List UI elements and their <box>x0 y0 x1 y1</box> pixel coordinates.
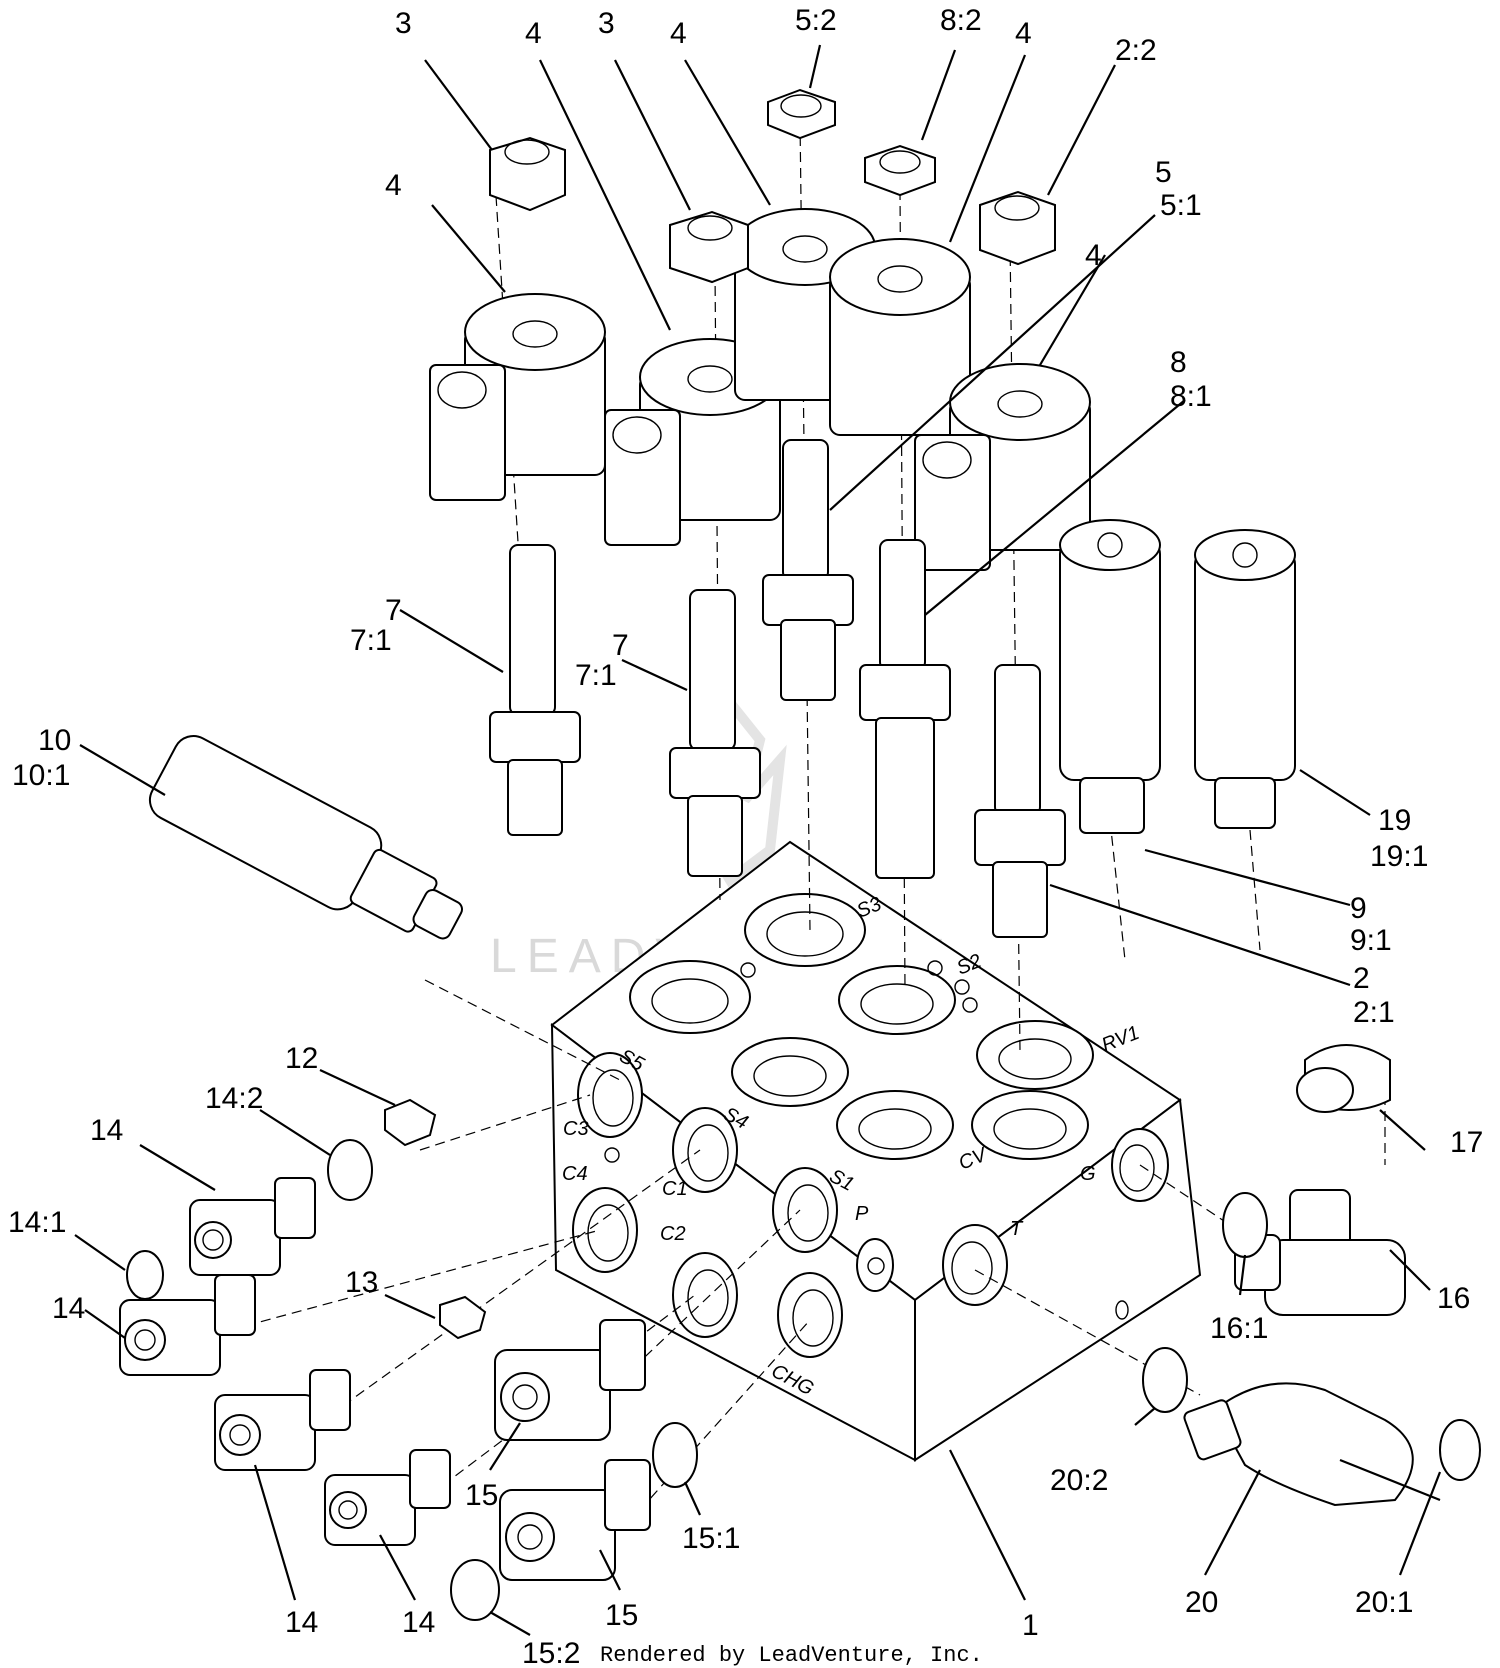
fitting-15a <box>494 1319 646 1441</box>
port-label-c4: C4 <box>562 1163 588 1185</box>
relief-valve-19 <box>1194 529 1296 829</box>
orifice-13 <box>439 1295 487 1340</box>
port-label-c1: C1 <box>662 1178 688 1200</box>
callout-5-1: 5:1 <box>1160 189 1202 222</box>
callout-labels: 3 4 3 4 5:2 8:2 4 2:2 4 4 5 5:1 4 8 8:1 … <box>8 4 1483 1668</box>
callout-16: 16 <box>1437 1282 1470 1315</box>
callout-12: 12 <box>285 1042 318 1075</box>
valve-2 <box>974 664 1066 938</box>
fitting-14c <box>214 1369 351 1471</box>
callout-14d: 14 <box>402 1606 435 1639</box>
o-ring-14-1 <box>126 1250 164 1300</box>
callout-3a: 3 <box>395 7 412 40</box>
callout-13: 13 <box>345 1266 378 1299</box>
callout-17: 17 <box>1450 1126 1483 1159</box>
callout-8-2: 8:2 <box>940 4 982 37</box>
cartridge-valves <box>489 439 1066 938</box>
callout-2-2: 2:2 <box>1115 34 1157 67</box>
callout-14-1: 14:1 <box>8 1206 66 1239</box>
callout-7b: 7 <box>612 629 629 662</box>
callout-15-1: 15:1 <box>682 1522 740 1555</box>
o-ring-20-2 <box>1142 1347 1188 1413</box>
fitting-14a <box>189 1177 316 1276</box>
callout-20: 20 <box>1185 1586 1218 1619</box>
fitting-15b <box>499 1459 651 1581</box>
callout-14-2: 14:2 <box>205 1082 263 1115</box>
callout-10: 10 <box>38 724 71 757</box>
orifice-12 <box>384 1098 437 1147</box>
solenoid-coils <box>429 208 1091 571</box>
nut-52 <box>767 88 836 140</box>
o-ring-15-1 <box>652 1422 698 1488</box>
callout-15-2: 15:2 <box>522 1637 580 1668</box>
o-ring-20-1 <box>1439 1419 1481 1481</box>
callout-4e: 4 <box>1085 239 1102 272</box>
callout-20-2: 20:2 <box>1050 1464 1108 1497</box>
manifold-block <box>550 840 1202 1462</box>
port-label-rv1: RV1 <box>1099 1022 1143 1057</box>
callout-15a: 15 <box>465 1479 498 1512</box>
fitting-14b <box>119 1274 256 1376</box>
relief-valve-9 <box>1059 519 1161 834</box>
callout-4d: 4 <box>670 17 687 50</box>
callout-9-1: 9:1 <box>1350 924 1392 957</box>
valve-7b <box>669 589 761 877</box>
valve-10 <box>148 735 463 940</box>
callout-1: 1 <box>1022 1609 1039 1642</box>
callout-4c: 4 <box>1015 17 1032 50</box>
callout-3b: 3 <box>598 7 615 40</box>
port-label-p: P <box>855 1203 869 1225</box>
port-label-t: T <box>1010 1218 1024 1240</box>
callout-4b: 4 <box>525 17 542 50</box>
o-ring-14-2 <box>327 1139 373 1201</box>
relief-valves <box>148 519 1296 940</box>
callout-20-1: 20:1 <box>1355 1586 1413 1619</box>
nut-3a <box>489 136 566 212</box>
callout-5-2: 5:2 <box>795 4 837 37</box>
callout-2: 2 <box>1353 962 1370 995</box>
fitting-16 <box>1234 1189 1406 1316</box>
credit-line: Rendered by LeadVenture, Inc. <box>600 1643 983 1668</box>
callout-7-1a: 7:1 <box>350 624 392 657</box>
callout-8-1: 8:1 <box>1170 380 1212 413</box>
cap-17 <box>1296 1044 1391 1113</box>
callout-15b: 15 <box>605 1599 638 1632</box>
callout-19: 19 <box>1378 804 1411 837</box>
leader-lines <box>74 44 1442 1636</box>
callout-10-1: 10:1 <box>12 759 70 792</box>
coil-5 <box>914 363 1091 571</box>
port-label-g: G <box>1080 1163 1096 1185</box>
callout-8: 8 <box>1170 346 1187 379</box>
port-label-c2: C2 <box>660 1223 686 1245</box>
callout-16-1: 16:1 <box>1210 1312 1268 1345</box>
coil-4 <box>829 238 971 436</box>
fittings <box>119 1044 1414 1581</box>
callout-7-1b: 7:1 <box>575 659 617 692</box>
coil-1 <box>429 293 606 501</box>
o-rings <box>126 1098 1481 1621</box>
fitting-20 <box>1183 1382 1414 1507</box>
callout-14b: 14 <box>52 1292 85 1325</box>
fitting-14d <box>324 1449 451 1546</box>
callout-14c: 14 <box>285 1606 318 1639</box>
valve-5 <box>762 439 854 701</box>
callout-9: 9 <box>1350 892 1367 925</box>
valve-8 <box>859 539 951 879</box>
nut-82 <box>864 144 936 197</box>
callout-19-1: 19:1 <box>1370 840 1428 873</box>
o-ring-15-2 <box>450 1559 500 1621</box>
callout-5: 5 <box>1155 156 1172 189</box>
o-ring-16-1 <box>1222 1192 1268 1258</box>
nut-3b <box>669 210 749 284</box>
port-label-c3: C3 <box>563 1118 589 1140</box>
callout-7a: 7 <box>385 594 402 627</box>
callout-2-1: 2:1 <box>1353 996 1395 1029</box>
callout-14a: 14 <box>90 1114 123 1147</box>
nuts <box>489 88 1056 284</box>
callout-4a: 4 <box>385 169 402 202</box>
valve-7a <box>489 544 581 836</box>
nut-22 <box>979 190 1056 266</box>
